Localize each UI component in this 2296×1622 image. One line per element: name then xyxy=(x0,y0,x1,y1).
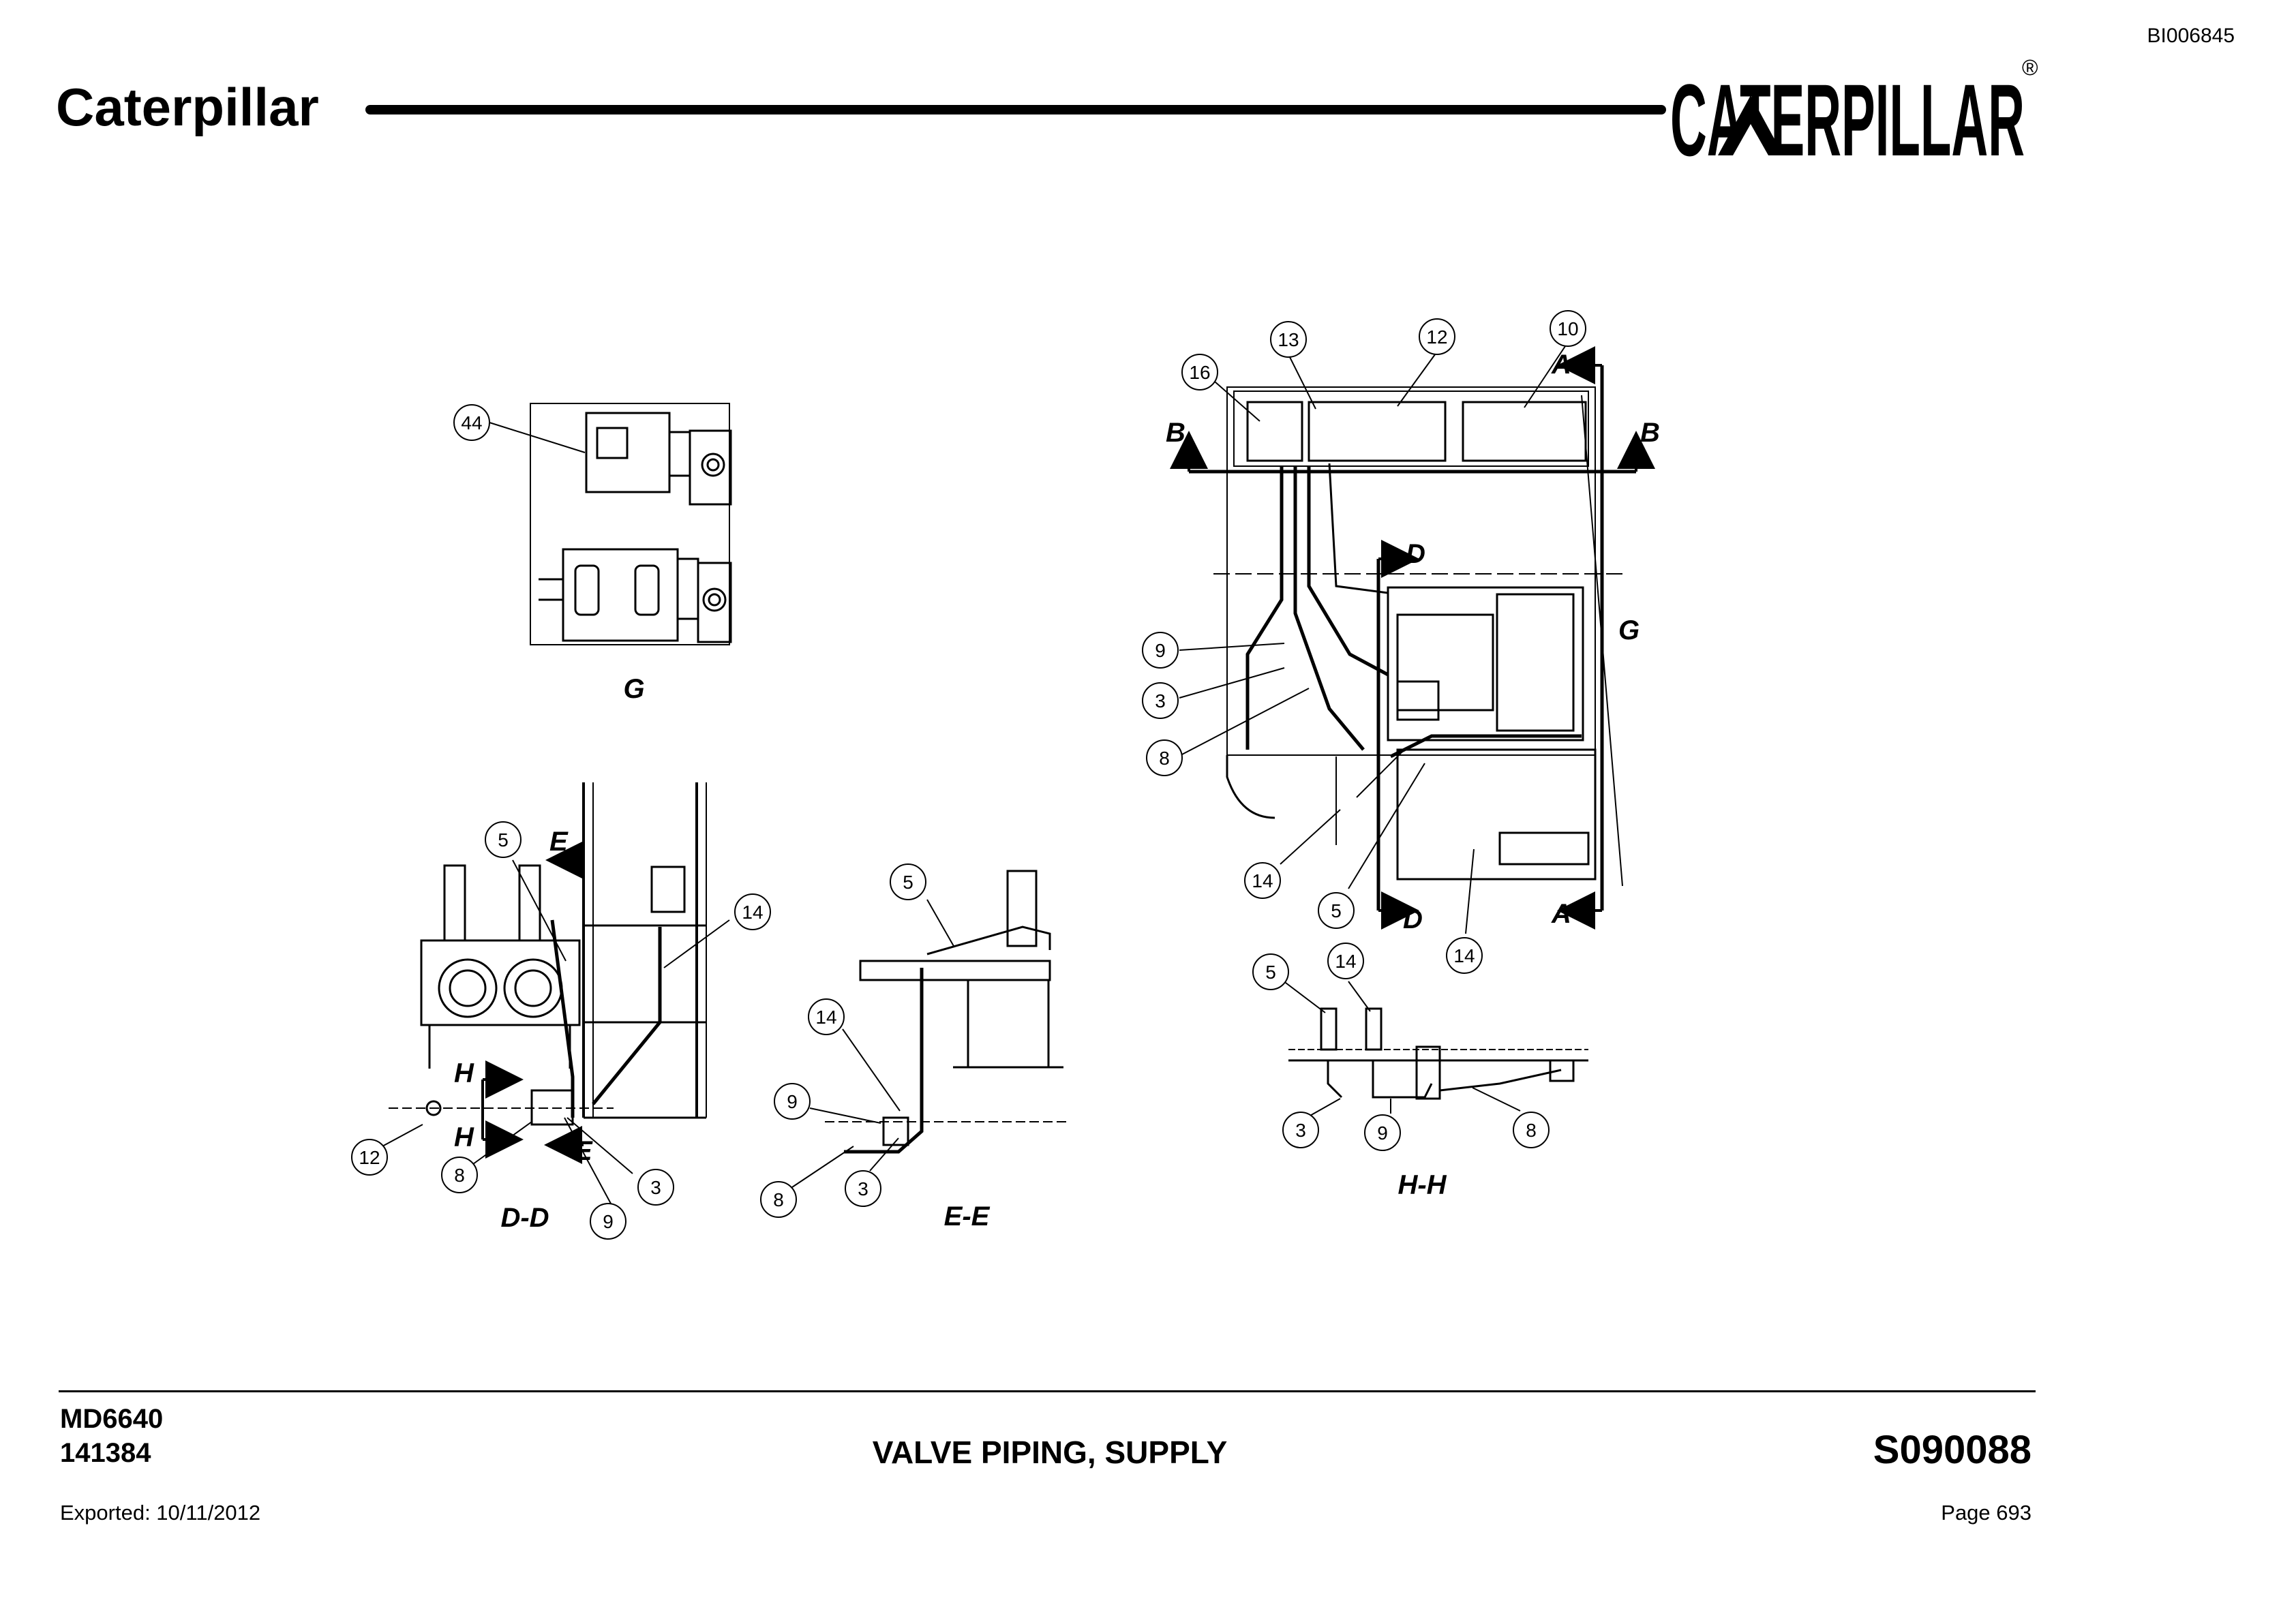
callout-9: 9 xyxy=(1377,1122,1388,1144)
section-mark-d: D xyxy=(1403,904,1423,934)
callout-5: 5 xyxy=(1331,900,1342,921)
callout-3: 3 xyxy=(1295,1120,1306,1141)
brand-title: Caterpillar xyxy=(56,77,319,137)
section-mark-b: B xyxy=(1640,418,1660,448)
callout-16: 16 xyxy=(1189,362,1210,383)
callout-9: 9 xyxy=(603,1211,614,1232)
view-label-dd: D-D xyxy=(500,1203,549,1233)
callout-12: 12 xyxy=(359,1147,380,1168)
callout-44: 44 xyxy=(461,412,482,433)
callout-13: 13 xyxy=(1278,329,1299,350)
view-label-g: G xyxy=(623,674,644,704)
callout-3: 3 xyxy=(650,1177,661,1198)
callout-14: 14 xyxy=(1335,951,1356,972)
export-date: Exported: 10/11/2012 xyxy=(60,1501,261,1525)
section-mark-a: A xyxy=(1551,899,1571,929)
section-mark-d: D xyxy=(1406,539,1425,569)
callout-14: 14 xyxy=(1453,945,1475,966)
section-mark-g: G xyxy=(1618,615,1640,645)
footer-rule xyxy=(59,1390,2036,1392)
serial-number: 141384 xyxy=(60,1438,151,1468)
main-plan-view xyxy=(1189,365,1636,911)
leader-lines xyxy=(372,341,1569,1204)
document-title: VALVE PIPING, SUPPLY xyxy=(872,1435,1228,1470)
header-rule xyxy=(365,105,1666,114)
registered-mark: ® xyxy=(2022,55,2038,80)
callout-numbers: 44 16 13 12 10 9 3 8 14 5 14 5 14 12 8 9… xyxy=(359,318,1578,1232)
section-mark-h: H xyxy=(454,1058,474,1088)
view-label-ee: E-E xyxy=(944,1202,991,1231)
callout-8: 8 xyxy=(1526,1120,1537,1141)
section-letters: A A B B D D G E E H H xyxy=(454,350,1660,1166)
section-mark-h: H xyxy=(454,1122,474,1152)
callout-9: 9 xyxy=(1155,640,1166,661)
callout-8: 8 xyxy=(1159,748,1170,769)
callout-circles xyxy=(351,310,1586,1240)
view-titles: G D-D E-E H-H xyxy=(500,674,1447,1233)
callout-9: 9 xyxy=(787,1091,798,1112)
callout-10: 10 xyxy=(1557,318,1578,339)
view-label-hh: H-H xyxy=(1398,1170,1447,1200)
callout-8: 8 xyxy=(773,1189,784,1210)
callout-14: 14 xyxy=(742,902,763,923)
callout-5: 5 xyxy=(903,872,913,893)
callout-5: 5 xyxy=(498,829,509,851)
view-hh-drawing xyxy=(1288,1007,1588,1100)
section-arrows xyxy=(481,346,1655,1164)
callout-3: 3 xyxy=(1155,690,1166,711)
section-mark-e: E xyxy=(574,1136,593,1166)
callout-12: 12 xyxy=(1426,326,1447,348)
callout-14: 14 xyxy=(1252,870,1273,891)
page-number: Page 693 xyxy=(1941,1501,2031,1525)
view-ee-drawing xyxy=(825,870,1068,1154)
section-mark-e: E xyxy=(549,827,569,857)
part-number: S090088 xyxy=(1873,1428,2031,1472)
model-number: MD6640 xyxy=(60,1404,164,1434)
section-mark-b: B xyxy=(1166,418,1185,448)
view-dd-drawing xyxy=(389,782,707,1126)
callout-14: 14 xyxy=(815,1007,836,1028)
document-id: BI006845 xyxy=(2147,25,2235,47)
callout-3: 3 xyxy=(858,1178,868,1199)
view-g-drawing xyxy=(530,403,732,645)
callout-8: 8 xyxy=(454,1165,465,1186)
section-mark-a: A xyxy=(1551,350,1571,380)
callout-5: 5 xyxy=(1265,962,1276,983)
caterpillar-logo: CATERPILLAR ® xyxy=(1670,55,2038,170)
